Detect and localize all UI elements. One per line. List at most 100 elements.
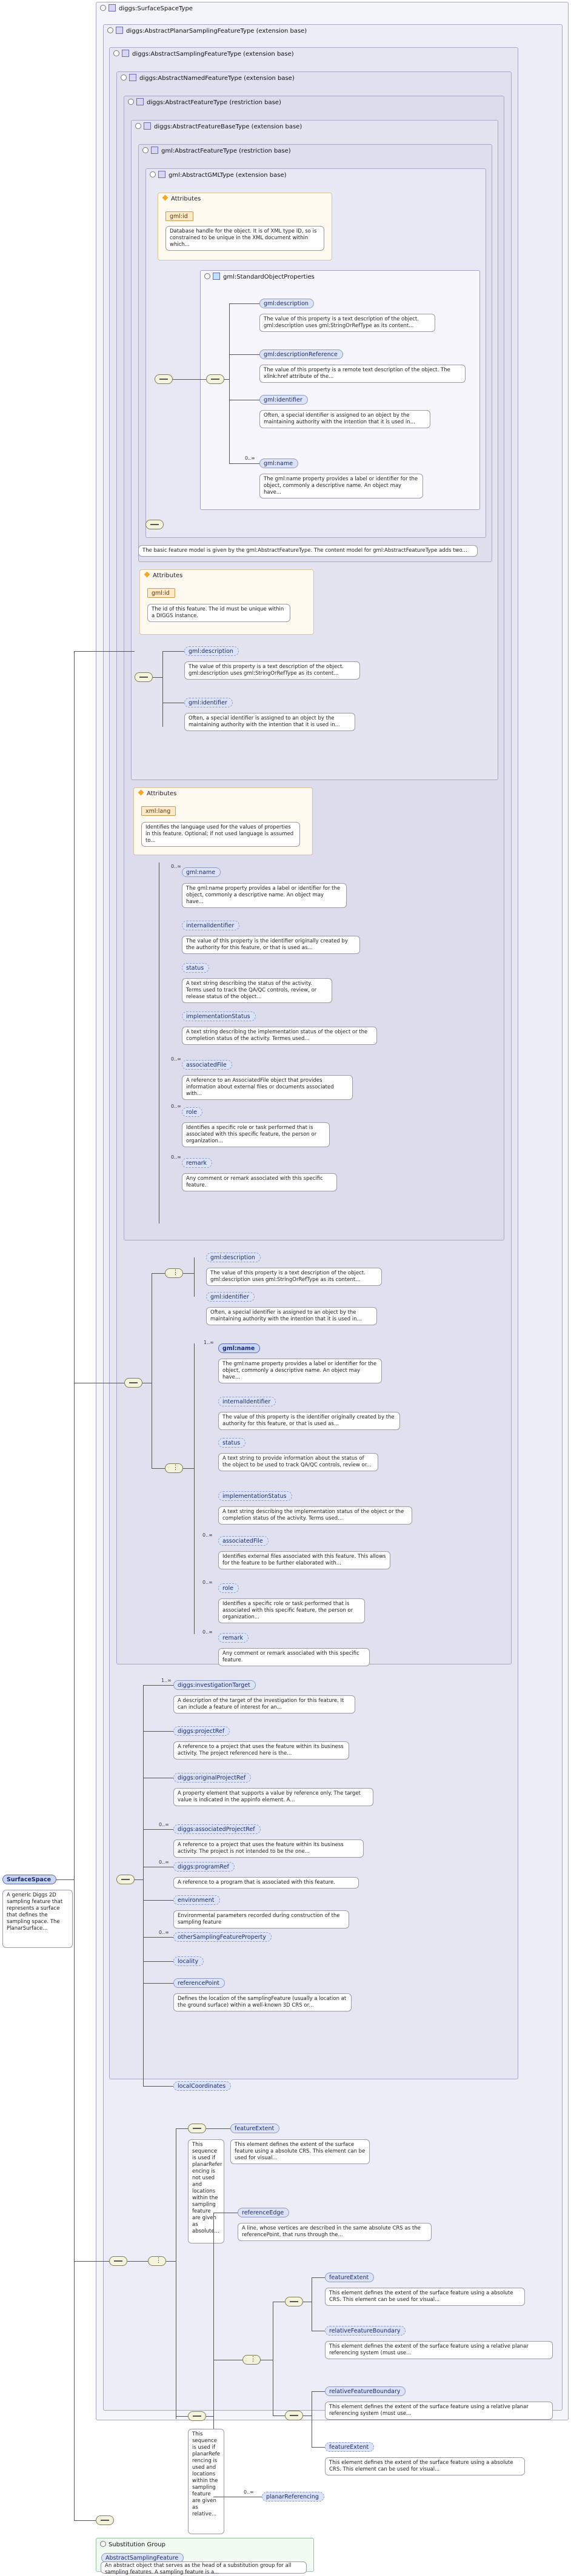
- surfacespace-root-desc: A generic Diggs 2D sampling feature that…: [2, 1890, 73, 1948]
- ft-status-desc: A text string describing the status of t…: [182, 978, 332, 1003]
- gml-description-elem[interactable]: gml:description: [259, 299, 314, 308]
- gml-descriptionreference-elem[interactable]: gml:descriptionReference: [259, 349, 343, 359]
- xml-lang-attribute[interactable]: xml:lang: [141, 806, 176, 816]
- localcoordinates-elem[interactable]: localCoordinates: [173, 2081, 232, 2091]
- sampling-sequence[interactable]: [116, 1875, 135, 1884]
- programref-elem[interactable]: diggs:programRef: [173, 1862, 235, 1872]
- gml-id-attribute[interactable]: gml:id: [165, 211, 193, 221]
- named-remark-elem[interactable]: remark: [218, 1633, 249, 1643]
- ft-role-desc: Identifies a specific role or task perfo…: [182, 1122, 330, 1147]
- fb-gml-description-elem[interactable]: gml:description: [184, 646, 239, 656]
- ft-status-elem[interactable]: status: [182, 963, 210, 973]
- connector: [166, 2261, 176, 2262]
- named-internalidentifier-elem[interactable]: internalIdentifier: [218, 1397, 276, 1406]
- environment-elem[interactable]: environment: [173, 1895, 220, 1905]
- projectref-elem[interactable]: diggs:projectRef: [173, 1726, 230, 1736]
- relative-choice[interactable]: [242, 2355, 261, 2365]
- collapse-icon[interactable]: [204, 273, 210, 279]
- locality-elem[interactable]: locality: [173, 1956, 204, 1966]
- gmltype-sequence[interactable]: [155, 374, 173, 384]
- relative-sequence-note: This sequence is used if planarRefe renc…: [188, 2429, 224, 2534]
- named-choice-bottom[interactable]: [165, 1463, 183, 1473]
- collapse-icon[interactable]: [142, 147, 149, 153]
- referencepoint-elem[interactable]: referencePoint: [173, 1978, 225, 1988]
- gml-identifier-elem[interactable]: gml:identifier: [259, 395, 308, 405]
- complex-type-icon: [136, 98, 144, 105]
- substitution-title: Substitution Group: [109, 2541, 165, 2548]
- planar-sequence[interactable]: [109, 2256, 127, 2266]
- ft-associatedfile-desc: A reference to an AssociatedFile object …: [182, 1075, 353, 1100]
- std-props-sequence[interactable]: [206, 374, 224, 384]
- ft-implementationstatus-desc: A text string describing the implementat…: [182, 1027, 377, 1045]
- feature-gml-id-attribute[interactable]: gml:id: [147, 588, 175, 598]
- relativefeatureboundary-1-elem[interactable]: relativeFeatureBoundary: [325, 2326, 406, 2336]
- named-implementationstatus-elem[interactable]: implementationStatus: [218, 1491, 292, 1501]
- othersamplingfeatureproperty-elem[interactable]: otherSamplingFeatureProperty: [173, 1932, 272, 1942]
- collapse-icon[interactable]: [128, 99, 134, 105]
- connector: [143, 1900, 173, 1901]
- named-gml-name-elem[interactable]: gml:name: [218, 1343, 261, 1353]
- absolute-sequence-note: This sequence is used if planarRefer enc…: [188, 2139, 224, 2243]
- named-gml-description-elem[interactable]: gml:description: [206, 1253, 261, 1262]
- named-role-elem[interactable]: role: [218, 1583, 239, 1593]
- complex-type-icon: [129, 74, 136, 81]
- surfacespace-sequence[interactable]: [96, 2515, 114, 2525]
- relative-sequence[interactable]: [188, 2411, 206, 2421]
- collapse-icon[interactable]: [107, 27, 113, 33]
- attributes-icon: [144, 571, 150, 578]
- attributes-title: Attributes: [147, 790, 177, 797]
- named-status-elem[interactable]: status: [218, 1438, 246, 1448]
- referencepoint-desc: Defines the location of the samplingFeat…: [173, 1993, 352, 2011]
- investigationtarget-elem[interactable]: diggs:investigationTarget: [173, 1680, 256, 1690]
- connector: [135, 1879, 143, 1880]
- connector: [176, 2128, 188, 2129]
- collapse-icon[interactable]: [121, 74, 127, 81]
- relative-seq-b[interactable]: [285, 2411, 303, 2420]
- attributes-icon: [162, 194, 169, 201]
- planar-choice[interactable]: [148, 2256, 166, 2266]
- relativefeatureboundary-2-elem[interactable]: relativeFeatureBoundary: [325, 2386, 406, 2396]
- cardinality: 0..∞: [159, 1859, 169, 1865]
- collapse-icon[interactable]: [150, 171, 156, 177]
- collapse-icon[interactable]: [135, 123, 141, 129]
- complex-type-icon: [122, 50, 129, 57]
- featureextent-3-elem[interactable]: featureExtent: [325, 2442, 375, 2452]
- collapse-icon[interactable]: [113, 50, 119, 56]
- ft-internalidentifier-elem[interactable]: internalIdentifier: [182, 921, 240, 930]
- cardinality: 0..∞: [159, 1822, 169, 1827]
- featureextent-elem[interactable]: featureExtent: [230, 2124, 280, 2133]
- featureextent-2-elem[interactable]: featureExtent: [325, 2273, 375, 2282]
- collapse-icon[interactable]: [100, 2541, 106, 2547]
- fb-gml-identifier-elem[interactable]: gml:identifier: [184, 698, 233, 707]
- ft-gml-name-elem[interactable]: gml:name: [182, 867, 221, 877]
- ft-remark-elem[interactable]: remark: [182, 1158, 213, 1168]
- named-choice-top[interactable]: [165, 1268, 183, 1278]
- featurebase-attributes-box: Attributes gml:id The id of this feature…: [139, 569, 314, 635]
- ft-associatedfile-elem[interactable]: associatedFile: [182, 1060, 232, 1070]
- relative-seq-a[interactable]: [285, 2297, 303, 2306]
- cardinality: 0..∞: [245, 455, 255, 461]
- cardinality: 1..∞: [161, 1678, 172, 1683]
- originalprojectref-elem[interactable]: diggs:originalProjectRef: [173, 1773, 252, 1783]
- connector: [194, 1257, 195, 1297]
- ft-implementationstatus-elem[interactable]: implementationStatus: [182, 1012, 256, 1021]
- gml-name-elem[interactable]: gml:name: [259, 459, 299, 468]
- surfacespace-root-elem[interactable]: SurfaceSpace: [2, 1875, 57, 1884]
- gmlfeature-sequence[interactable]: [145, 520, 164, 529]
- named-sequence[interactable]: [124, 1378, 142, 1388]
- ft-role-elem[interactable]: role: [182, 1107, 202, 1117]
- connector: [303, 2415, 312, 2416]
- named-associatedfile-elem[interactable]: associatedFile: [218, 1536, 269, 1546]
- named-gml-identifier-elem[interactable]: gml:identifier: [206, 1292, 255, 1302]
- xml-lang-desc: Identifies the language used for the val…: [141, 822, 300, 847]
- absolute-sequence[interactable]: [188, 2124, 206, 2133]
- investigationtarget-desc: A description of the target of the inves…: [173, 1695, 355, 1713]
- referenceedge-elem[interactable]: referenceEdge: [238, 2208, 290, 2217]
- ft-remark-desc: Any comment or remark associated with th…: [182, 1173, 337, 1191]
- complex-type-icon: [158, 171, 165, 178]
- featurebase-sequence[interactable]: [135, 672, 153, 682]
- planarreferencing-elem[interactable]: planarReferencing: [262, 2492, 324, 2502]
- collapse-icon[interactable]: [100, 5, 106, 11]
- associatedprojectref-elem[interactable]: diggs:associatedProjectRef: [173, 1824, 261, 1834]
- projectref-desc: A reference to a project that uses the f…: [173, 1741, 349, 1760]
